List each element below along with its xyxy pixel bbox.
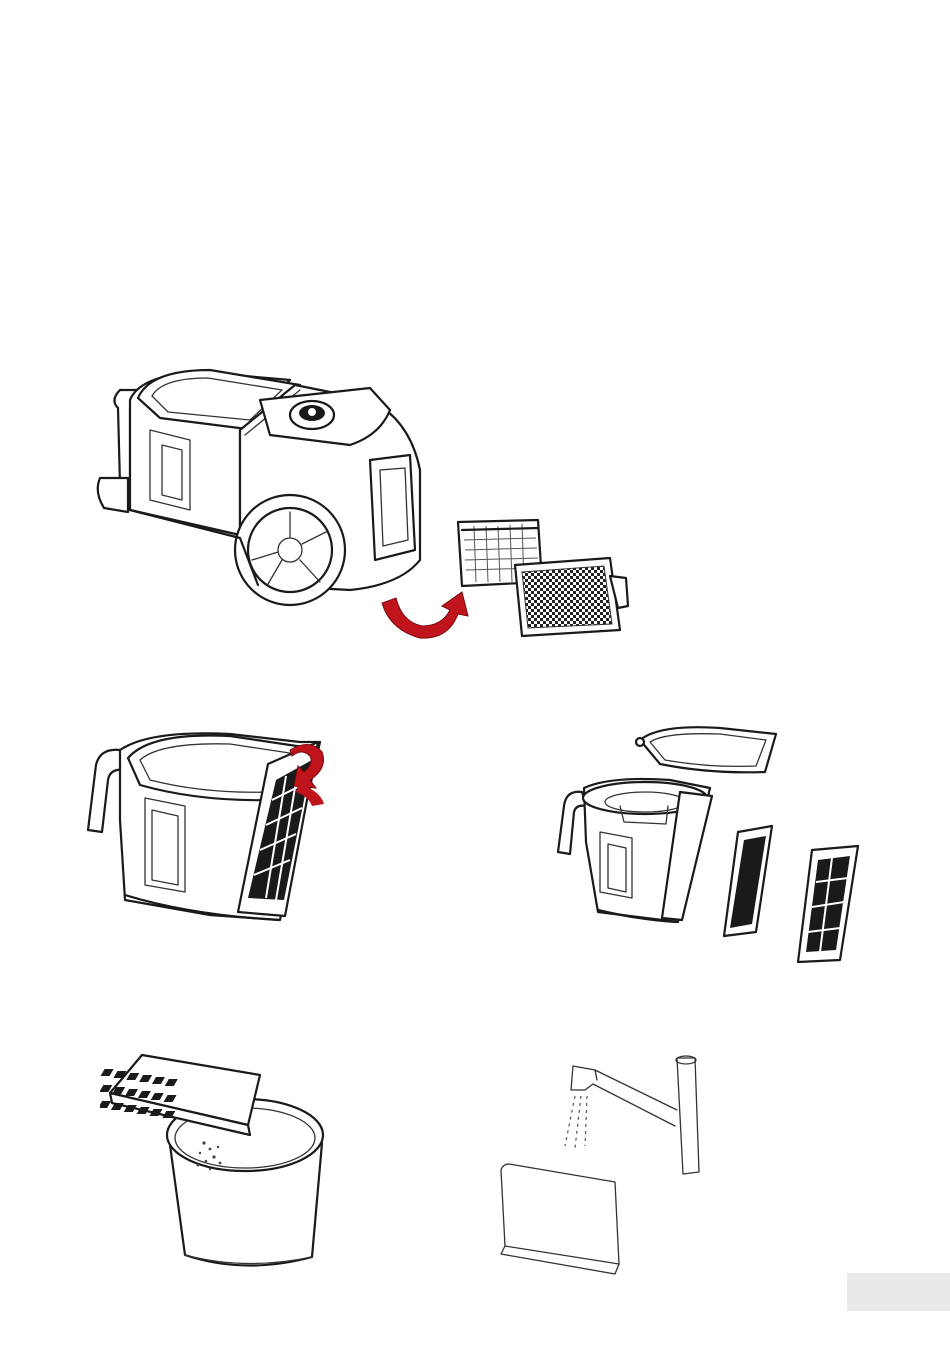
filter-rinsing-under-tap-figure (495, 1050, 715, 1285)
dust-container-disassembled-figure (550, 722, 870, 967)
page-number-tab (847, 1273, 950, 1311)
dust-container-lid-twist-illustration (80, 720, 340, 930)
vacuum-filter-removal-illustration (90, 360, 650, 660)
dust-container-disassembled-illustration (550, 722, 870, 967)
filter-rinsing-under-tap-illustration (495, 1050, 715, 1285)
filter-tapping-over-bin-figure (100, 1025, 350, 1275)
vacuum-filter-removal-figure (90, 360, 650, 660)
dust-container-lid-twist-figure (80, 720, 340, 930)
filter-tapping-over-bin-illustration (100, 1025, 350, 1275)
